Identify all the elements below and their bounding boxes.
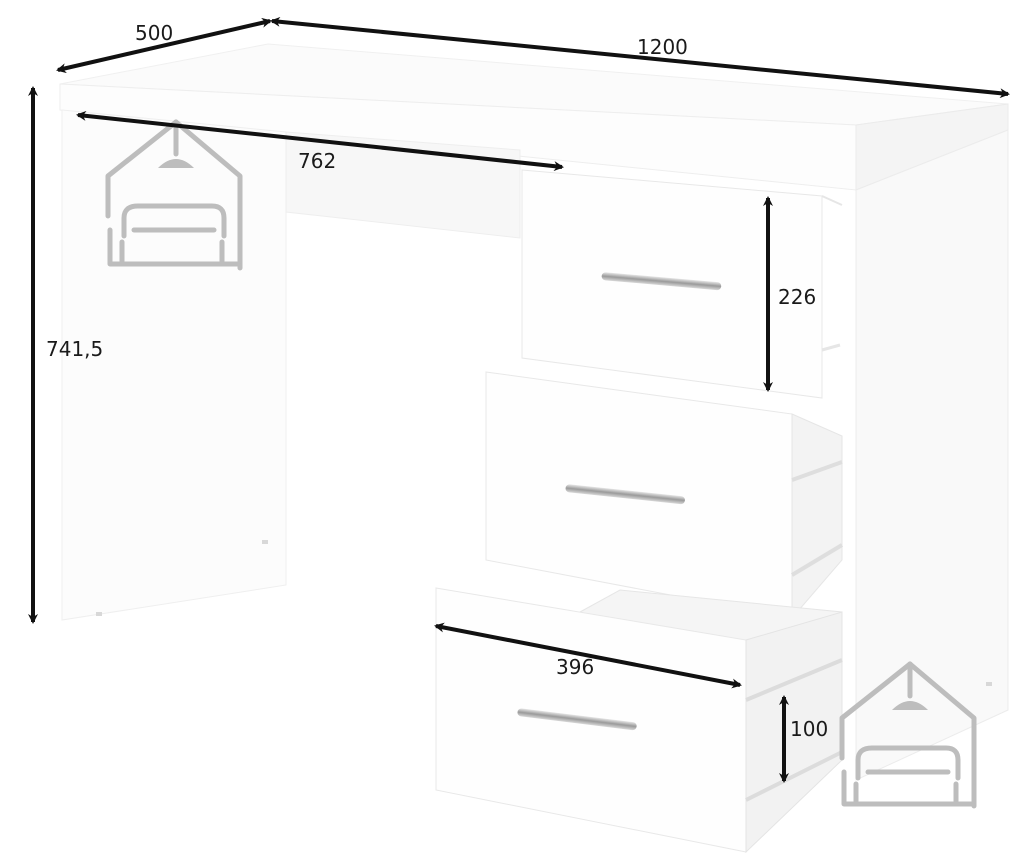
label-drawer-width: 396 <box>556 655 594 679</box>
desk-back-panel <box>285 131 521 239</box>
bottom-drawer-handle <box>517 708 637 731</box>
desk-left-leg <box>61 109 287 621</box>
label-width: 1200 <box>637 35 688 59</box>
label-leg-gap: 762 <box>298 149 336 173</box>
label-drawer-depth: 100 <box>790 717 828 741</box>
middle-drawer-side <box>791 413 843 620</box>
arrow-depth-500 <box>56 17 272 74</box>
arrow-legroom-762 <box>76 110 564 172</box>
top-drawer-handle <box>601 272 722 291</box>
desk-right-side-panel <box>855 129 1009 781</box>
label-drawer-front-height: 226 <box>778 285 816 309</box>
label-depth: 500 <box>135 21 173 45</box>
arrow-drawer-396 <box>434 622 742 689</box>
middle-drawer-handle <box>565 484 685 505</box>
house-sofa-icon <box>839 661 977 809</box>
dimension-arrows <box>28 16 1010 783</box>
label-height: 741,5 <box>46 337 103 361</box>
arrow-width-1200 <box>270 16 1010 99</box>
